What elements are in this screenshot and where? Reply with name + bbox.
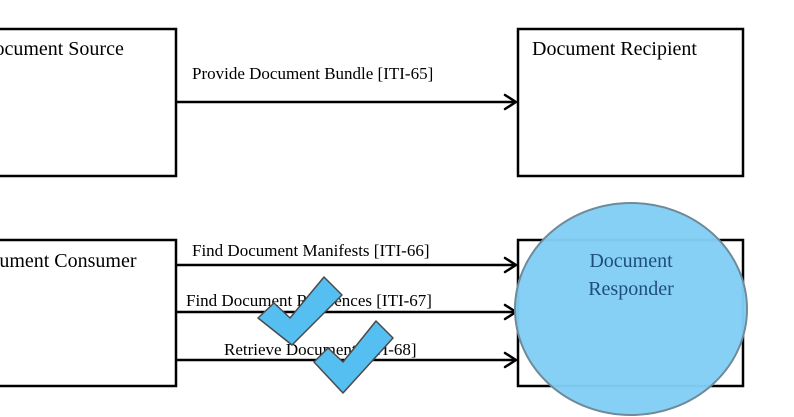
find-document-manifests-transaction: Find Document Manifests [ITI-66]: [176, 241, 518, 274]
document-responder-label-line-1: Document: [589, 250, 673, 272]
provide-document-bundle-label: Provide Document Bundle [ITI-65]: [192, 64, 433, 83]
document-source-label: Document Source: [0, 38, 124, 60]
document-recipient-actor: Document Recipient: [516, 27, 745, 178]
document-responder-label-line-2: Responder: [588, 278, 674, 300]
find-document-manifests-label: Find Document Manifests [ITI-66]: [192, 241, 429, 260]
document-responder-actor: Document Responder: [514, 202, 748, 416]
document-source-actor: Document Source: [0, 27, 178, 178]
find-document-references-transaction: Find Document References [ITI-67]: [176, 291, 518, 321]
document-consumer-actor: Document Consumer: [0, 238, 178, 388]
retrieve-document-checkmark-icon: [313, 320, 394, 394]
checkmark-icon: [313, 320, 394, 394]
find-manifests-arrow-head: [503, 256, 518, 274]
checkmark-icon: [257, 276, 343, 346]
retrieve-arrow-head: [503, 351, 518, 369]
document-consumer-label: Document Consumer: [0, 250, 137, 272]
provide-arrow-head: [503, 93, 518, 111]
provide-document-bundle-transaction: Provide Document Bundle [ITI-65]: [176, 64, 518, 111]
responder-highlight-circle: [514, 202, 748, 416]
find-references-checkmark-icon: [257, 276, 343, 346]
document-recipient-label: Document Recipient: [532, 38, 697, 60]
